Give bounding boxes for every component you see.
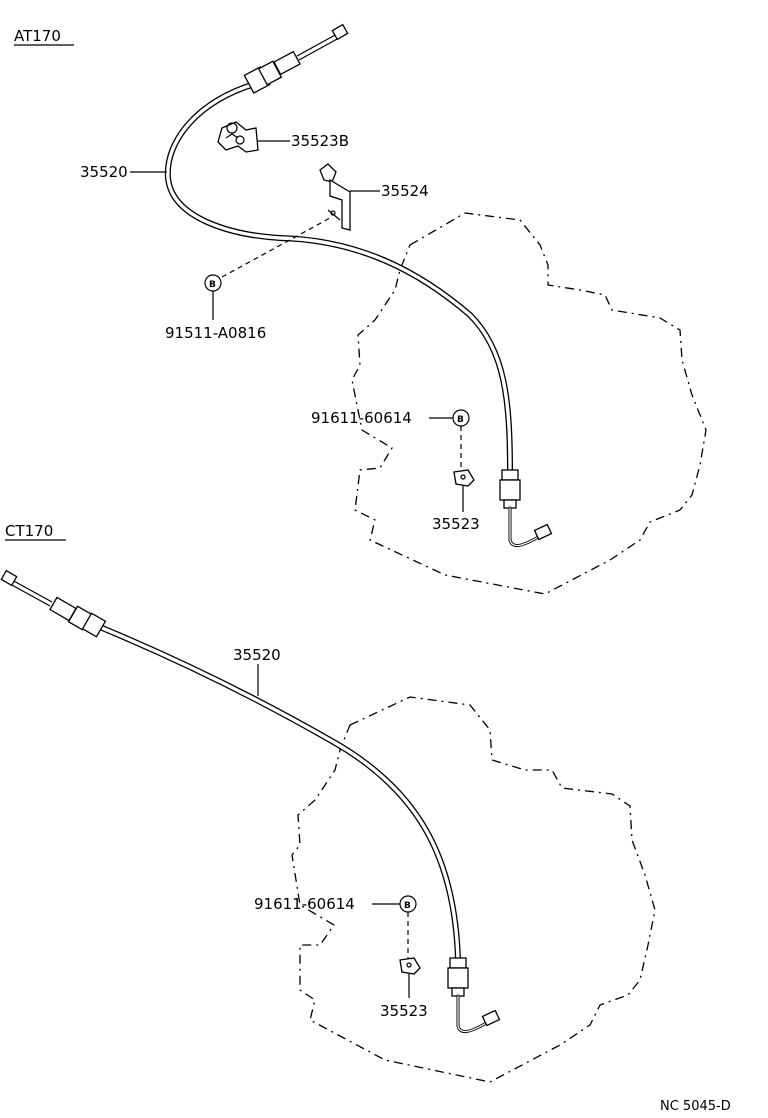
bolt-symbol-top-left: B [204,274,222,292]
label-clamp: 35523B [291,132,349,150]
lower-bolt-mark: B [457,415,464,425]
bolt-symbol-lower-top: B [452,409,470,427]
bolt-mark: B [209,280,216,290]
diagram-code: NC 5045-D [660,1099,731,1114]
section-title-ct170: CT170 [5,522,53,540]
transmission-outline-bottom [291,696,656,1083]
label-retainer-top: 35523 [432,515,480,533]
label-bracket: 35524 [381,182,429,200]
section-ct170: CT170 35520 91611-60614 [0,522,656,1083]
lower-bolt-mark-bottom: B [404,901,411,911]
retainer-35523-bottom [399,957,421,975]
label-bolt-code-top: 91511-A0816 [165,324,266,342]
bracket-35524 [319,163,351,231]
label-lower-bolt-code-bottom: 91611-60614 [254,895,355,913]
label-cable-bottom: 35520 [233,646,281,664]
section-at170: AT170 35520 [14,23,707,595]
label-cable-top: 35520 [80,163,128,181]
cable-35520-bottom [0,569,501,1033]
retainer-35523-top [453,469,475,487]
bolt-symbol-lower-bottom: B [399,895,417,913]
section-title-at170: AT170 [14,27,61,45]
clamp-35523b [217,121,259,153]
dashed-bolt-to-bracket [221,217,331,278]
label-retainer-bottom: 35523 [380,1002,428,1020]
cable-35520-top [164,23,553,547]
transmission-outline-top [351,212,707,595]
label-lower-bolt-code-top: 91611-60614 [311,409,412,427]
